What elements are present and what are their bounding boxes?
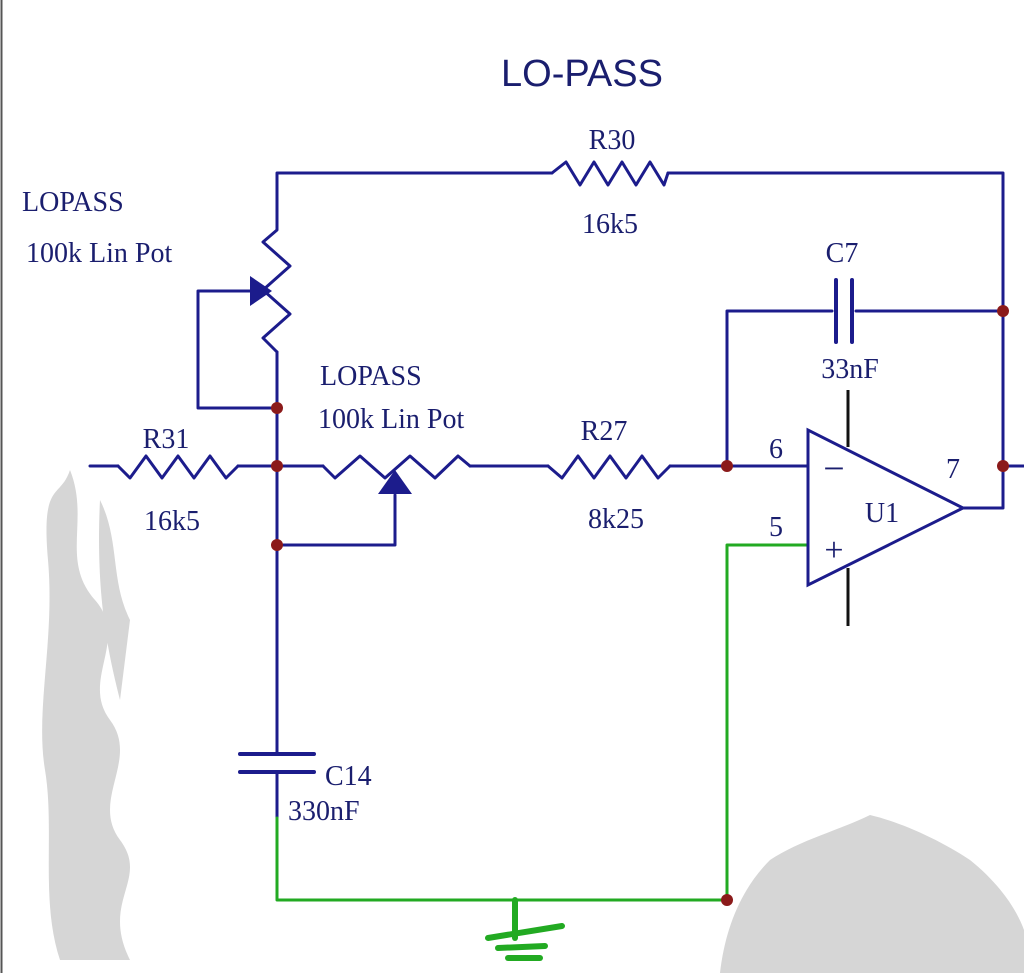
r31-ref-label: R31 <box>143 424 190 455</box>
wire-top-left <box>275 171 554 214</box>
pot-mid-ref-label: LOPASS <box>320 361 422 392</box>
u1-pin5-label: 5 <box>769 512 783 543</box>
wire-top-right <box>666 171 1005 510</box>
junction-ground <box>721 894 733 906</box>
potentiometer-top-wiper-arrow <box>250 276 272 306</box>
junction-main-node <box>271 460 283 472</box>
junctions <box>271 305 1009 906</box>
pot-top-value-label: 100k Lin Pot <box>26 238 172 269</box>
wire-pot-top-wiper <box>196 289 279 410</box>
potentiometer-mid <box>321 454 472 480</box>
r30-value-label: 16k5 <box>582 209 638 240</box>
wire-ground-left <box>275 816 729 902</box>
r27-value-label: 8k25 <box>588 504 644 535</box>
diagram-title: LO-PASS <box>501 53 663 95</box>
redaction-scribble-left <box>42 470 130 960</box>
u1-pin6-label: 6 <box>769 434 783 465</box>
wire-c7-left <box>725 309 834 468</box>
junction-pot-top-wiper <box>271 402 283 414</box>
potentiometer-top <box>261 210 292 354</box>
ground-wires <box>275 543 810 902</box>
junction-inverting-node <box>721 460 733 472</box>
junction-output <box>997 460 1009 472</box>
pot-mid-value-label: 100k Lin Pot <box>318 404 464 435</box>
potentiometer-mid-wiper-arrow <box>378 470 412 494</box>
resistor-r31 <box>116 454 240 480</box>
u1-ref-label: U1 <box>865 498 899 529</box>
wire-ground-right <box>725 543 810 902</box>
r27-ref-label: R27 <box>581 416 628 447</box>
opamp-minus-sign: − <box>823 448 844 490</box>
c14-ref-label: C14 <box>325 761 372 792</box>
resistor-r27 <box>546 454 672 480</box>
c7-value-label: 33nF <box>821 354 879 385</box>
c14-value-label: 330nF <box>288 796 360 827</box>
opamp-plus-sign: + <box>824 532 843 569</box>
c7-ref-label: C7 <box>826 238 859 269</box>
junction-c7-right <box>997 305 1009 317</box>
capacitor-c14 <box>238 752 316 774</box>
capacitor-c7 <box>834 278 854 344</box>
opamp-u1 <box>806 427 967 588</box>
resistor-r30 <box>550 160 670 187</box>
wire-pot-mid-wiper <box>275 493 397 547</box>
ground-symbol <box>485 897 565 961</box>
u1-pin7-label: 7 <box>946 454 960 485</box>
junction-pot-mid-wiper <box>271 539 283 551</box>
pot-top-ref-label: LOPASS <box>22 187 124 218</box>
wires <box>88 171 1024 820</box>
redaction-scribble-right <box>720 815 1024 973</box>
r30-ref-label: R30 <box>589 125 636 156</box>
r31-value-label: 16k5 <box>144 506 200 537</box>
